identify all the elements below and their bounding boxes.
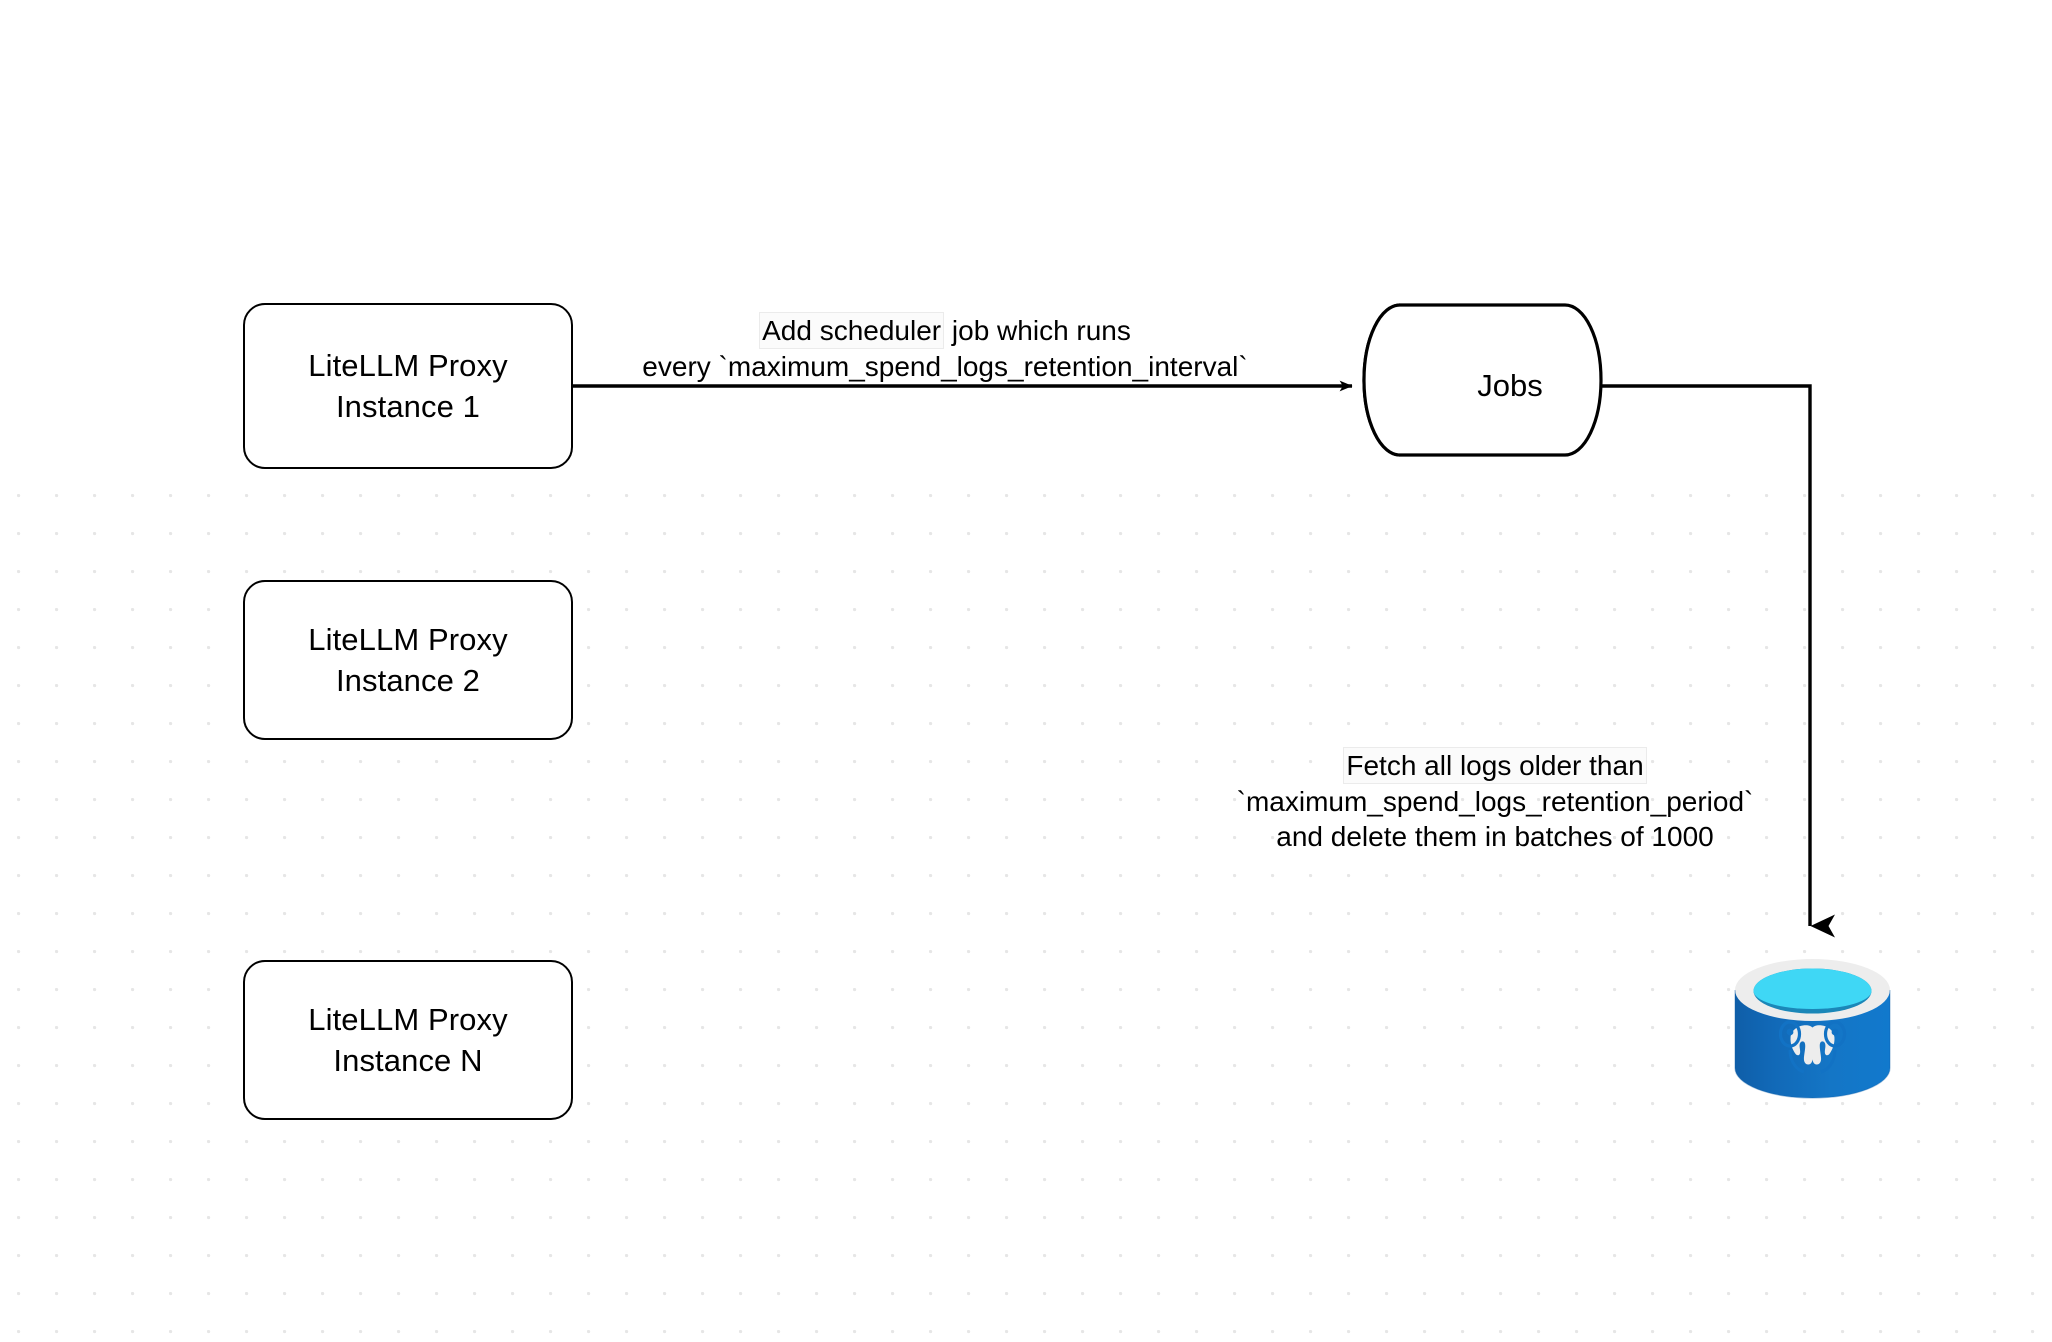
edge-label-scheduler-line1-tail: job which runs	[944, 315, 1131, 346]
postgres-database-icon	[1734, 959, 1891, 1099]
node-litellm-proxy-instance-1[interactable]: LiteLLM Proxy Instance 1	[243, 303, 573, 469]
edge-label-scheduler-line2: every `maximum_spend_logs_retention_inte…	[642, 351, 1248, 382]
edge-label-scheduler[interactable]: Add scheduler job which runs every `maxi…	[600, 312, 1290, 384]
edge-label-fetch-line1: Fetch all logs older than	[1195, 747, 1795, 784]
edge-label-scheduler-line1: Add scheduler job which runs	[600, 312, 1290, 349]
edge-label-fetch[interactable]: Fetch all logs older than `maximum_spend…	[1195, 747, 1795, 854]
node-litellm-proxy-instance-n[interactable]: LiteLLM Proxy Instance N	[243, 960, 573, 1120]
edge-label-fetch-line2: `maximum_spend_logs_retention_period`	[1236, 786, 1754, 817]
node-label-line1: LiteLLM Proxy	[308, 622, 508, 657]
edge-label-scheduler-line1-highlight: Add scheduler	[759, 312, 945, 349]
node-label-line2: Instance N	[333, 1043, 483, 1078]
edge-label-fetch-line1-highlight: Fetch all logs older than	[1343, 747, 1647, 784]
edge-label-fetch-line3: and delete them in batches of 1000	[1276, 821, 1714, 852]
node-label-line2: Instance 1	[335, 389, 481, 424]
node-label-line1: LiteLLM Proxy	[308, 348, 508, 383]
node-litellm-proxy-instance-2[interactable]: LiteLLM Proxy Instance 2	[243, 580, 573, 740]
node-label-line1: LiteLLM Proxy	[308, 1002, 508, 1037]
node-label-line2: Instance 2	[335, 663, 481, 698]
node-jobs-label[interactable]: Jobs	[1477, 368, 1543, 403]
